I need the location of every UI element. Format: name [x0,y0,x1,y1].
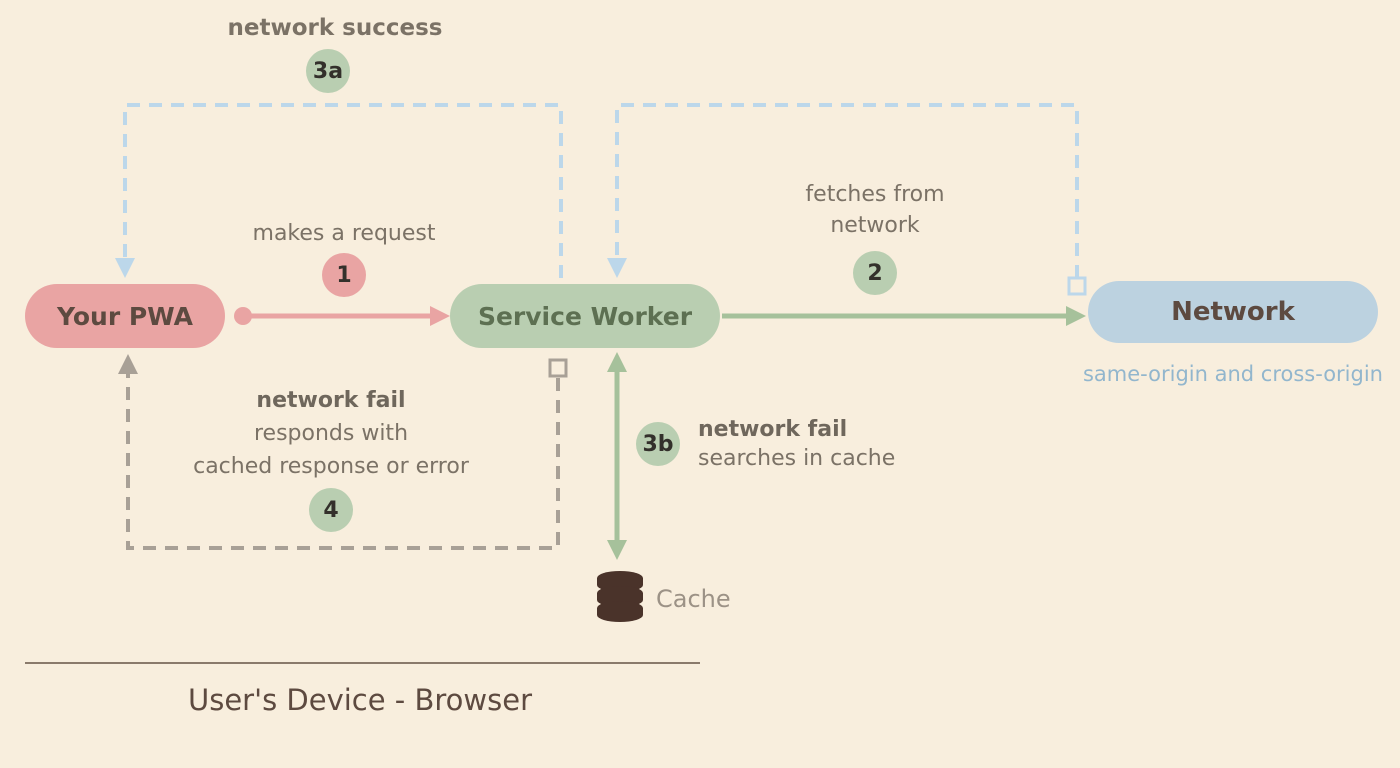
label-network-fail-cache: network fail searches in cache [698,415,958,473]
worker-connector-square [548,358,568,378]
label-network-success: network success [227,15,443,41]
label-fetches-from-network: fetches from network [775,179,975,241]
label-step4-line2: cached response or error [193,454,469,479]
badge-step-3a: 3a [306,49,350,93]
badge-step-2-text: 2 [867,260,883,286]
badge-step-1: 1 [322,253,366,297]
cache-arrow [607,352,627,560]
network-success-arrowhead [115,258,135,278]
badge-step-2: 2 [853,251,897,295]
network-sublabel: same-origin and cross-origin [1082,362,1383,386]
network-fail-arrowhead [118,354,138,374]
network-return-arrowhead [607,258,627,278]
label-step4-title: network fail [256,388,406,413]
node-your-pwa-label: Your PWA [57,301,193,331]
badge-step-4-text: 4 [323,497,339,523]
node-service-worker-label: Service Worker [477,301,693,331]
node-network-label: Network [1171,297,1295,327]
request-arrow [234,306,450,326]
node-network: Network [1088,281,1378,343]
badge-step-4: 4 [309,488,353,532]
label-fetches-line2: network [830,213,920,238]
label-fetches-line1: fetches from [805,182,945,207]
label-makes-a-request: makes a request [252,221,436,246]
badge-step-3b-text: 3b [642,431,674,457]
node-your-pwa: Your PWA [25,284,225,348]
label-network-fail-respond: network fail responds with cached respon… [156,384,506,483]
node-service-worker: Service Worker [450,284,720,348]
badge-step-3a-text: 3a [312,58,344,84]
label-step3b-text: searches in cache [698,446,896,471]
label-step3b-title: network fail [698,417,848,442]
footer-divider [25,662,700,664]
footer-label: User's Device - Browser [188,683,532,717]
badge-step-3b: 3b [636,422,680,466]
network-connector-square [1067,276,1087,296]
badge-step-1-text: 1 [336,262,352,288]
cache-icon [597,571,643,622]
cache-label: Cache [656,585,731,613]
fetch-arrow [722,306,1086,326]
label-step4-line1: responds with [253,421,409,446]
